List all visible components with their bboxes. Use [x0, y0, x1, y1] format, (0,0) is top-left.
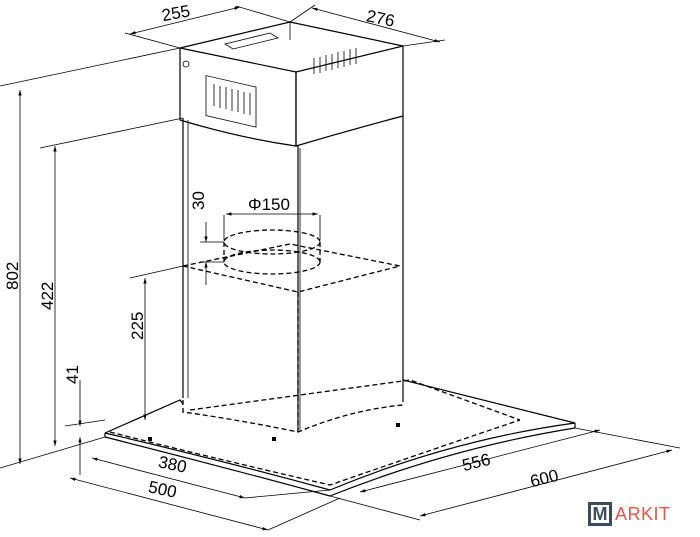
label-outer-depth: 500 [147, 477, 179, 501]
label-top-depth: 255 [160, 1, 191, 25]
logo-letter-m: M [588, 502, 612, 526]
label-outlet-diameter: Φ150 [248, 195, 290, 214]
dimension-labels: 255 276 802 422 30 Φ150 225 41 380 500 5… [3, 1, 560, 501]
label-outlet-height: 30 [189, 191, 208, 210]
label-body-height: 225 [128, 312, 147, 340]
label-outer-width: 600 [528, 466, 560, 491]
logo-text: ARKIT [615, 503, 671, 524]
markit-logo: M ARKIT [588, 502, 671, 526]
glass-canopy [104, 379, 576, 497]
label-chimney-height: 422 [38, 282, 57, 310]
dimension-lines [0, 4, 681, 531]
upper-chimney [179, 21, 404, 147]
label-total-height: 802 [3, 262, 22, 290]
label-top-width: 276 [365, 6, 397, 30]
label-glass-thickness: 41 [63, 365, 82, 384]
label-inner-depth: 380 [157, 452, 189, 476]
label-inner-width: 556 [460, 450, 492, 475]
